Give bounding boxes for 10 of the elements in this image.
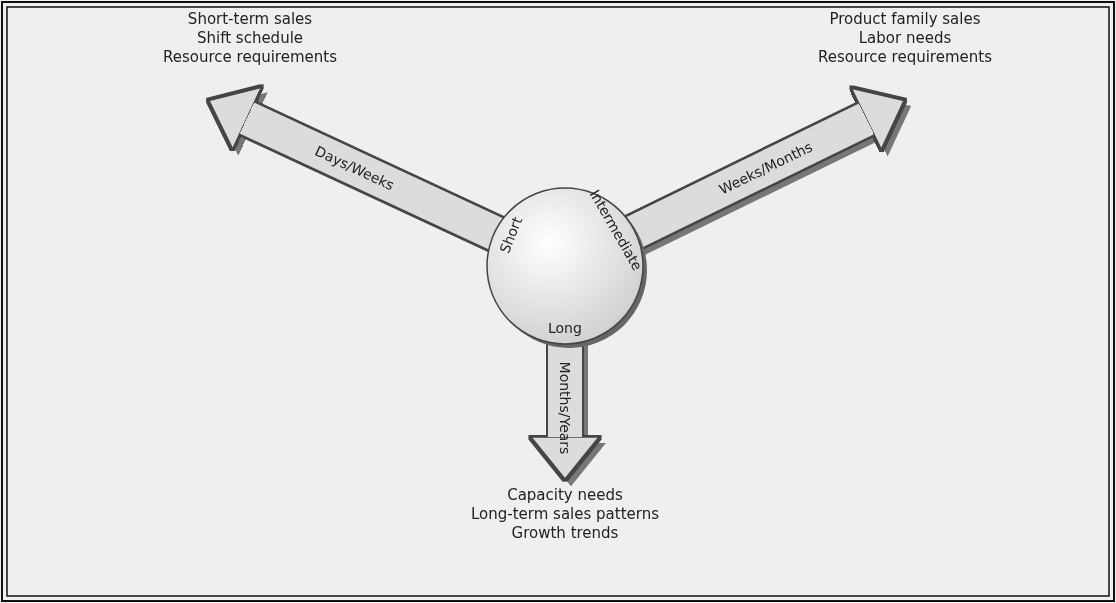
list-item: Product family sales	[828, 10, 982, 29]
list-item: Long-term sales patterns	[470, 505, 660, 524]
list-item: Resource requirements	[817, 48, 993, 67]
list-item: Labor needs	[857, 29, 953, 48]
list-item: Shift schedule	[195, 29, 305, 48]
list-item: Growth trends	[510, 524, 620, 543]
list-item: Short-term sales	[186, 10, 314, 29]
list-item: Capacity needs	[506, 486, 624, 505]
list-item: Resource requirements	[162, 48, 338, 67]
edge-label: Months/Years	[556, 361, 573, 455]
